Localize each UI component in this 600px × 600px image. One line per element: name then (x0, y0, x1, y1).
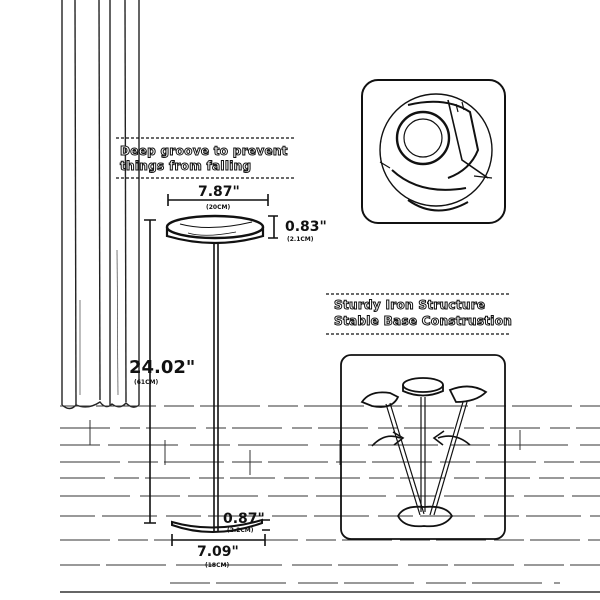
base-thickness-label: 0.87" (223, 511, 265, 527)
upright-table-top (402, 377, 444, 393)
rotation-arrow-right (437, 435, 471, 446)
table-pole (213, 244, 219, 532)
tilted-table-right (448, 385, 488, 403)
structure-diagram-inset (340, 354, 506, 540)
table-base (171, 518, 263, 533)
structure-callout-line1: Sturdy Iron Structure (333, 298, 486, 313)
structure-callout-line2: Stable Base Construstion (333, 314, 513, 329)
groove-callout-line1: Deep groove to prevent (120, 144, 288, 159)
base-thickness-cm-label: (2.2CM) (227, 527, 254, 534)
structure-base (396, 505, 454, 528)
top-width-label: 7.87" (198, 184, 240, 200)
groove-callout-line2: things from falling (119, 159, 252, 174)
tilted-table-left (360, 391, 400, 408)
groove-closeup-inset (361, 79, 506, 224)
base-width-cm-label: (18CM) (205, 562, 230, 569)
top-width-cm-label: (20CM) (206, 204, 231, 211)
top-thickness-label: 0.83" (285, 219, 327, 235)
curtain-background (61, 0, 140, 410)
top-thickness-cm-label: (2.1CM) (287, 236, 314, 243)
height-label: 24.02" (129, 357, 196, 378)
room-background-lines (60, 405, 600, 593)
rotation-arrow-left (371, 435, 401, 447)
side-table-drawing (165, 214, 265, 533)
height-cm-label: (61CM) (134, 379, 159, 386)
base-width-label: 7.09" (197, 544, 239, 560)
dimension-lines (144, 194, 278, 546)
callout-bubbles (116, 137, 510, 335)
